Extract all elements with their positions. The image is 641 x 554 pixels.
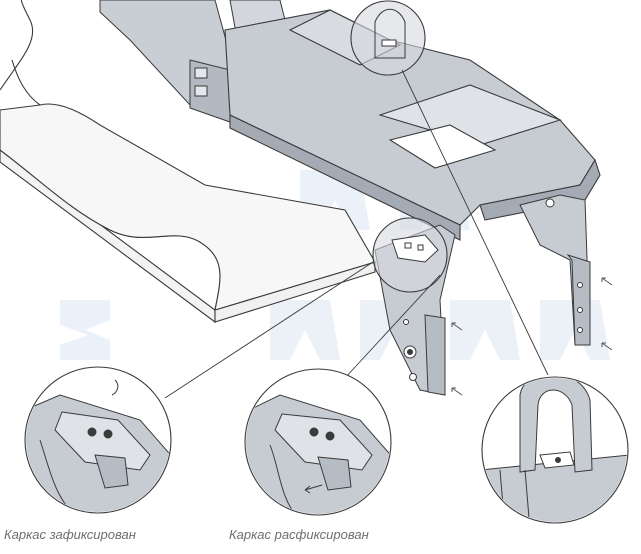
- callout-leader-lines: [164, 69, 549, 399]
- countertop: [0, 0, 376, 324]
- caption-frame-locked: Каркас зафиксирован: [4, 527, 136, 542]
- detail-circle-unlocked: [244, 368, 392, 516]
- callout-lock-detail-small: [374, 8, 439, 263]
- hole-arrows: [451, 277, 613, 396]
- right-leg-bracket: [519, 194, 591, 346]
- detail-circle-hook: [481, 376, 629, 524]
- detail-circle-locked: [24, 366, 172, 514]
- caption-frame-unlocked: Каркас расфиксирован: [229, 527, 369, 542]
- drawer-frame: [224, 9, 601, 241]
